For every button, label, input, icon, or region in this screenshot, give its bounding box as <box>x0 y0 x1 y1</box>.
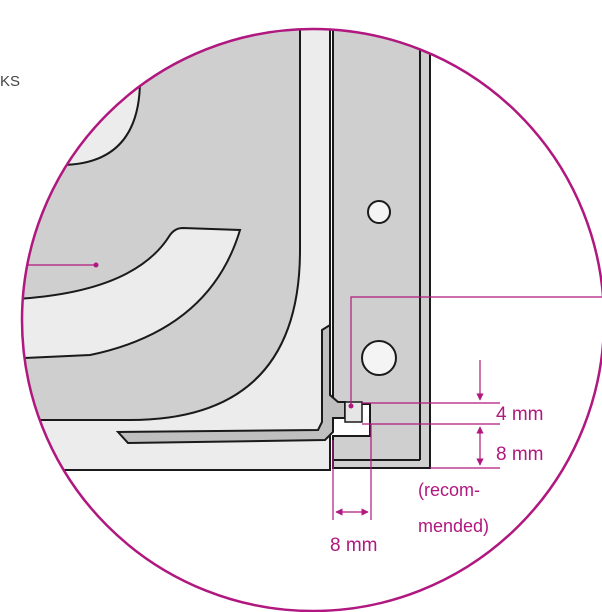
mounting-hole-large <box>361 340 397 376</box>
dim-label-horizontal: 8 mm <box>330 535 378 556</box>
mounting-rail <box>332 29 431 469</box>
gasket-clip-head <box>344 401 363 423</box>
vertical-dimensions <box>362 360 500 469</box>
l-gasket <box>115 323 346 445</box>
recommended-label-line2: mended) <box>418 516 489 536</box>
leader-dot-right <box>348 403 354 409</box>
horizontal-dimension <box>332 424 372 520</box>
leader-dot-left <box>93 262 99 268</box>
leader-line-right <box>350 296 602 406</box>
curved-stripe <box>22 226 242 362</box>
recommended-label-line1: (recom- <box>418 480 480 500</box>
dim-label-gap-top: 4 mm <box>496 404 544 425</box>
mounting-hole-small <box>367 200 391 224</box>
magnifier-circle <box>20 27 602 612</box>
clipped-corner-text: KS <box>0 73 20 90</box>
dim-label-gap-bottom: 8 mm <box>496 444 544 465</box>
